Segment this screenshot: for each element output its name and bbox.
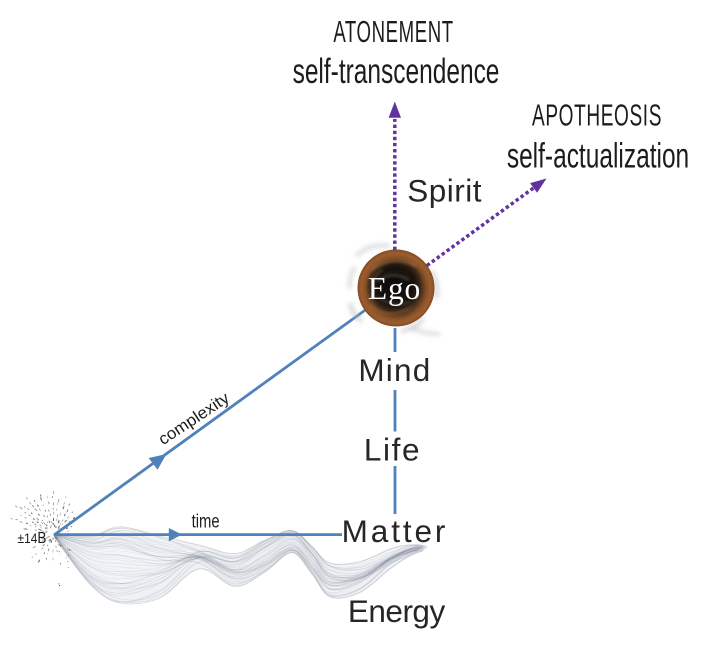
svg-text:±14B: ±14B — [17, 530, 46, 547]
svg-text:complexity: complexity — [155, 388, 233, 449]
svg-text:Spirit: Spirit — [407, 173, 482, 209]
svg-text:Ego: Ego — [368, 271, 421, 306]
svg-text:Mind: Mind — [358, 352, 431, 388]
svg-text:ATONEMENT: ATONEMENT — [333, 15, 453, 49]
svg-text:time: time — [192, 511, 220, 532]
svg-text:Energy: Energy — [348, 593, 446, 629]
svg-text:Life: Life — [364, 432, 421, 468]
svg-text:self-actualization: self-actualization — [507, 137, 689, 175]
svg-text:Matter: Matter — [342, 513, 449, 549]
svg-text:self-transcendence: self-transcendence — [293, 53, 500, 91]
svg-text:APOTHEOSIS: APOTHEOSIS — [532, 99, 662, 133]
